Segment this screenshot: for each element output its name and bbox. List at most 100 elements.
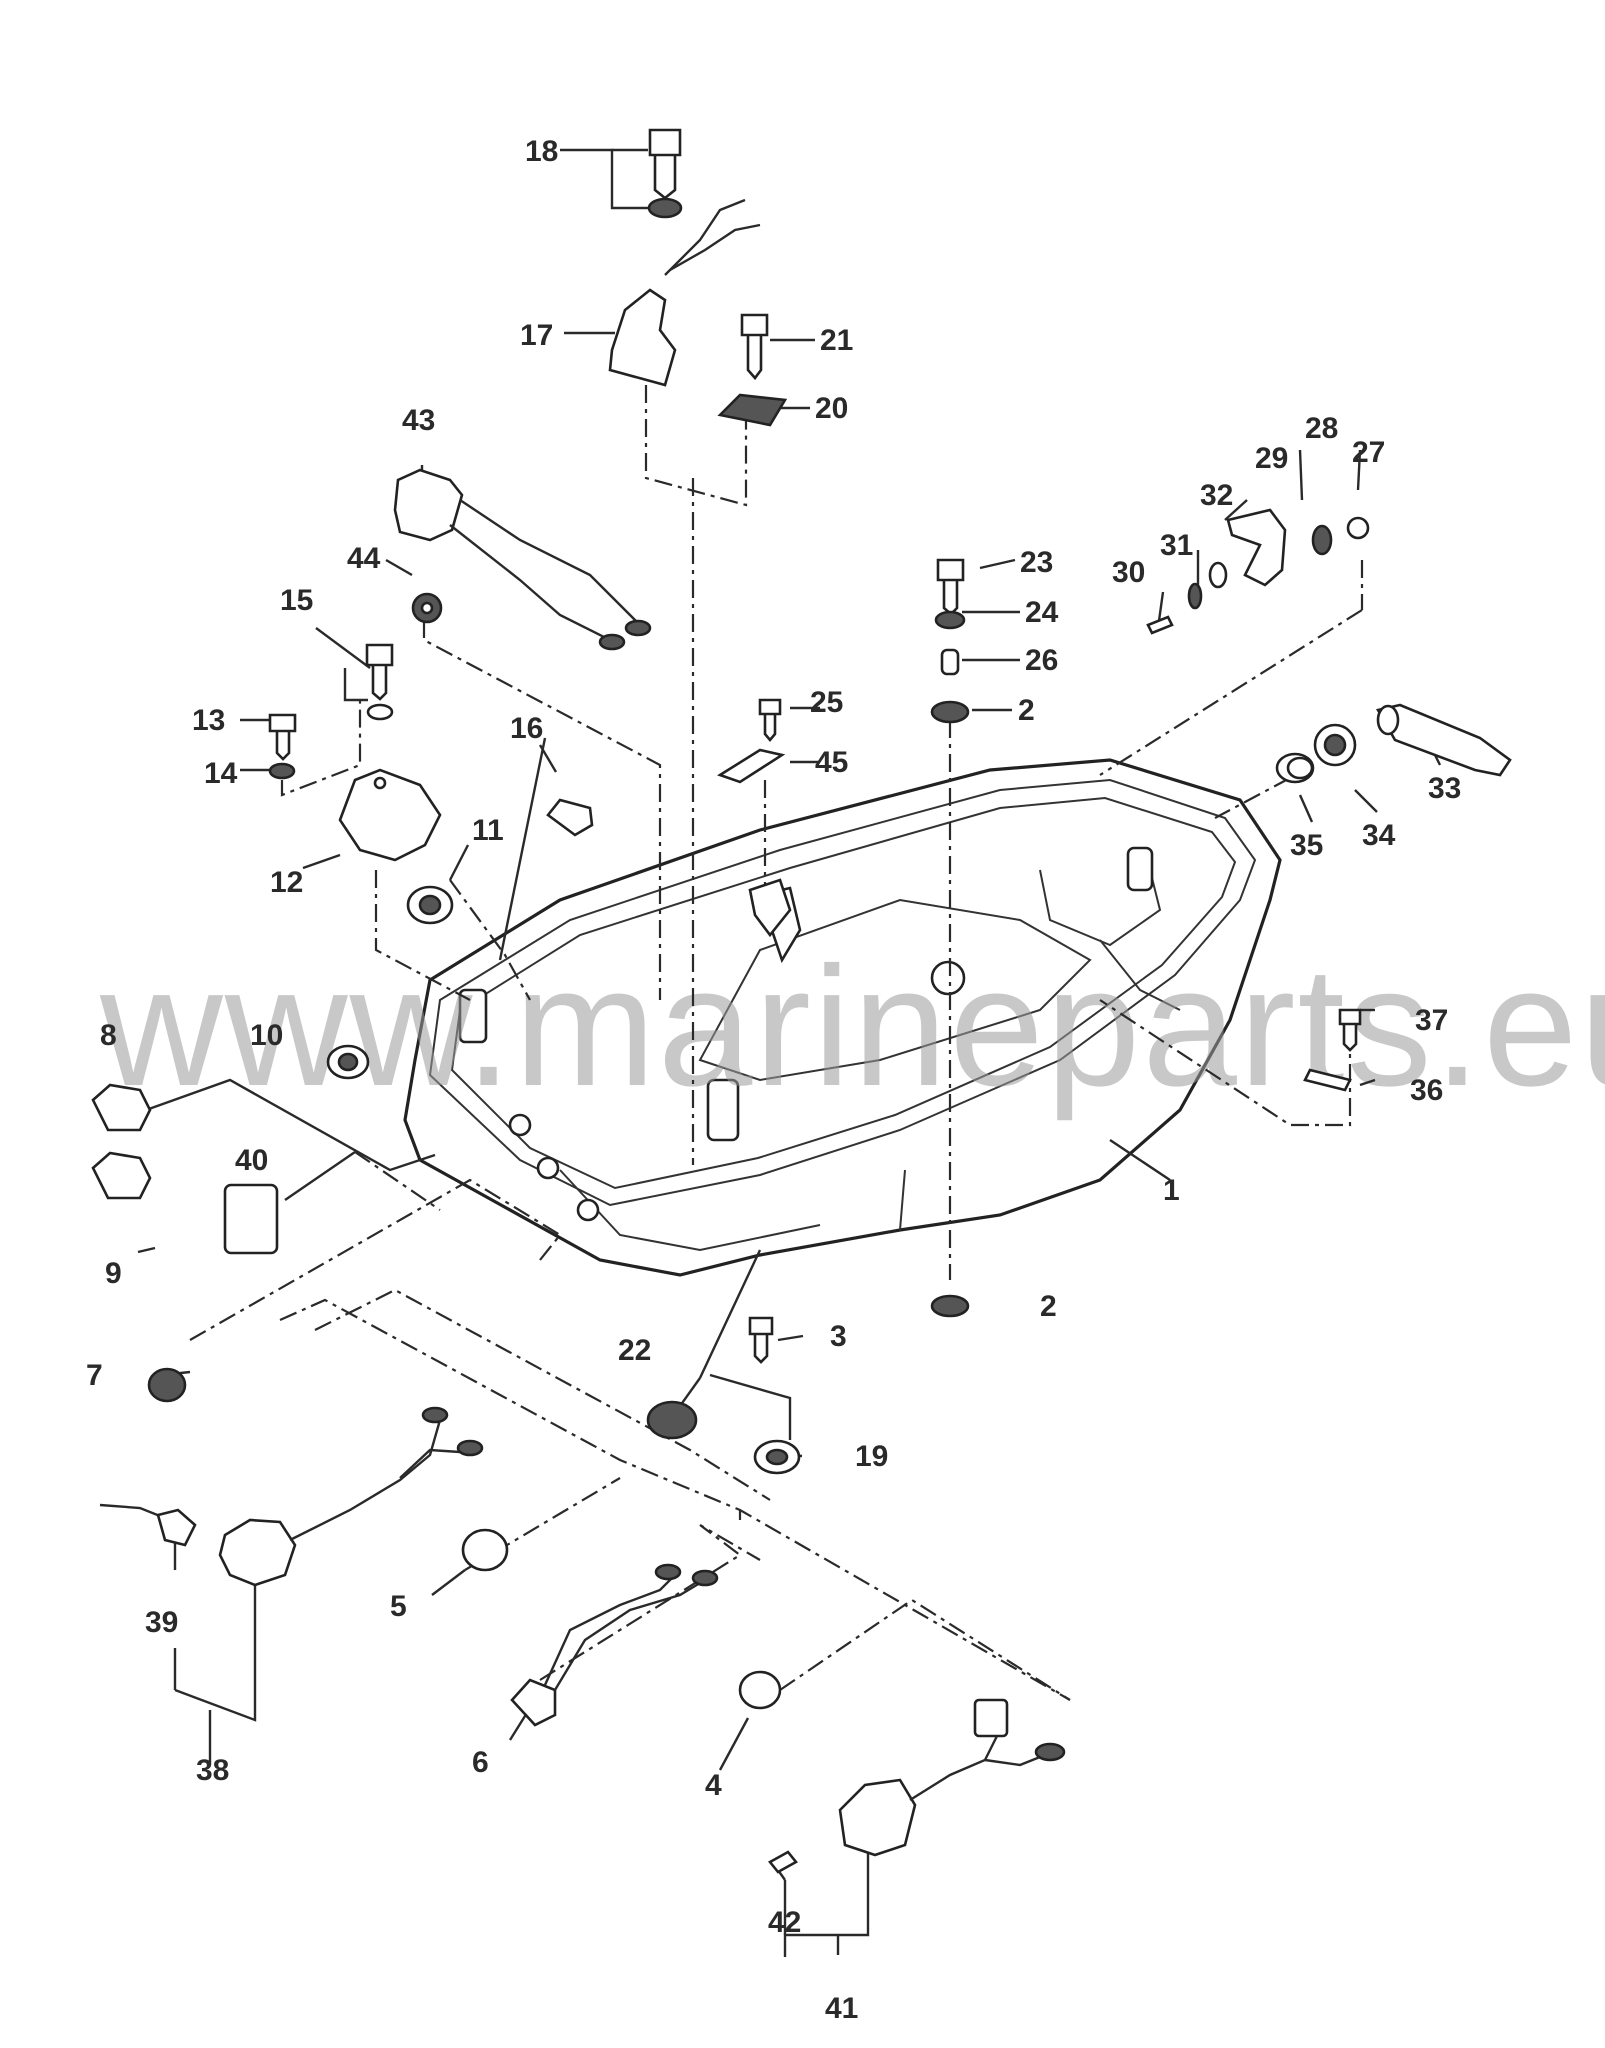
callout-labels: 18 17 21 20 43 44 15 13 14 12 16 11 25 4… xyxy=(86,135,1461,2025)
callout-8: 8 xyxy=(100,1019,117,1052)
callout-14: 14 xyxy=(204,757,238,790)
screw-icon-42 xyxy=(768,1850,798,1874)
callout-25: 25 xyxy=(810,686,843,719)
callout-5: 5 xyxy=(390,1590,407,1623)
plug-icon-7 xyxy=(147,1367,187,1403)
callout-31: 31 xyxy=(1160,529,1193,562)
clip-icon-16 xyxy=(546,798,594,837)
callout-15: 15 xyxy=(280,584,313,617)
bracket-icon-12 xyxy=(338,768,442,862)
callout-33: 33 xyxy=(1428,772,1461,805)
terminal-icon-39 xyxy=(156,1508,197,1547)
switch-icon-38 xyxy=(218,1518,297,1587)
callout-12: 12 xyxy=(270,866,303,899)
lever-icon-45 xyxy=(717,748,786,784)
grommet-icon-4 xyxy=(738,1670,782,1710)
callout-10: 10 xyxy=(250,1019,283,1052)
callout-9: 9 xyxy=(105,1257,122,1290)
cowl-grommet-hole-1 xyxy=(508,1113,532,1137)
screw-icon-30 xyxy=(1146,615,1174,635)
callout-4: 4 xyxy=(705,1769,722,1802)
callout-40: 40 xyxy=(235,1144,268,1177)
callout-6: 6 xyxy=(472,1746,489,1779)
callout-39: 39 xyxy=(145,1606,178,1639)
handle-icon-33 xyxy=(1376,703,1512,777)
switch-icon-43 xyxy=(393,468,464,542)
washer-icon-18 xyxy=(647,197,683,219)
callout-13: 13 xyxy=(192,704,225,737)
callout-35: 35 xyxy=(1290,829,1323,862)
spring-icon-31 xyxy=(1187,582,1203,610)
screw-icon-13 xyxy=(268,713,297,761)
cowl-post-left xyxy=(458,988,488,1044)
cowl-post xyxy=(706,1078,740,1142)
plug-icon-5 xyxy=(461,1528,509,1572)
callout-38: 38 xyxy=(196,1754,229,1787)
pin-icon-36 xyxy=(1303,1068,1352,1092)
callout-29: 29 xyxy=(1255,442,1288,475)
wire-harness-icon-top xyxy=(664,198,746,276)
callout-45: 45 xyxy=(815,746,848,779)
watermark-text: www.marineparts.eu xyxy=(99,932,1605,1122)
cam-icon-under-45 xyxy=(748,878,792,938)
grommet-icon-2-bottom xyxy=(930,1294,970,1318)
grommet-icon-22 xyxy=(646,1400,698,1440)
bolt-icon-23 xyxy=(936,558,965,616)
connector-icon-6 xyxy=(510,1678,557,1727)
washer-icon-27 xyxy=(1346,516,1370,540)
callout-1: 1 xyxy=(1163,1174,1180,1207)
callout-17: 17 xyxy=(520,319,553,352)
cowl-latch-mount xyxy=(1126,846,1154,892)
callout-36: 36 xyxy=(1410,1074,1443,1107)
callout-32: 32 xyxy=(1200,479,1233,512)
bolt-icon-3 xyxy=(748,1316,774,1364)
callout-2-bottom: 2 xyxy=(1040,1290,1057,1323)
cowl-grommet-hole-3 xyxy=(576,1198,600,1222)
callout-41: 41 xyxy=(825,1992,858,2025)
callout-7: 7 xyxy=(86,1359,103,1392)
bottom-cowl-part-1 xyxy=(403,758,1282,1277)
bolt-icon-18 xyxy=(648,128,682,200)
callout-22: 22 xyxy=(618,1334,651,1367)
callout-23: 23 xyxy=(1020,546,1053,579)
callout-16: 16 xyxy=(510,712,543,745)
bracket-icon-17 xyxy=(608,288,677,387)
cowl-boss xyxy=(930,960,966,996)
plate-icon-20 xyxy=(717,393,788,427)
callout-43: 43 xyxy=(402,404,435,437)
washer-icon-32 xyxy=(1208,561,1228,589)
callout-26: 26 xyxy=(1025,644,1058,677)
washer-icon-14 xyxy=(268,762,296,780)
callout-20: 20 xyxy=(815,392,848,425)
callout-21: 21 xyxy=(820,324,853,357)
callout-44: 44 xyxy=(347,542,381,575)
cowl-grommet-hole-2 xyxy=(536,1156,560,1180)
callout-3: 3 xyxy=(830,1320,847,1353)
grommet-icon-2-top xyxy=(930,700,970,724)
pad-icon-40 xyxy=(223,1183,279,1255)
spring-icon-28 xyxy=(1311,524,1333,556)
callout-18: 18 xyxy=(525,135,558,168)
callout-24: 24 xyxy=(1025,596,1059,629)
leader-lines xyxy=(137,148,1442,1957)
callout-37: 37 xyxy=(1415,1004,1448,1037)
callout-30: 30 xyxy=(1112,556,1145,589)
screw-icon-21 xyxy=(740,313,769,381)
screw-icon-37 xyxy=(1338,1008,1362,1052)
bolt-icon-15 xyxy=(365,643,394,701)
callout-34: 34 xyxy=(1362,819,1396,852)
switch-wire-icon-43 xyxy=(459,499,641,626)
callout-28: 28 xyxy=(1305,412,1338,445)
callout-2-top: 2 xyxy=(1018,694,1035,727)
callout-27: 27 xyxy=(1352,436,1385,469)
clip-icon-9 xyxy=(91,1151,152,1200)
washer-icon-24 xyxy=(934,610,966,630)
switch-icon-41 xyxy=(838,1778,917,1857)
spacer-icon-26 xyxy=(940,648,960,676)
callout-42: 42 xyxy=(768,1906,801,1939)
callout-11: 11 xyxy=(472,814,504,847)
latch-icon-29 xyxy=(1226,508,1287,587)
pin-icon-25 xyxy=(758,698,782,743)
